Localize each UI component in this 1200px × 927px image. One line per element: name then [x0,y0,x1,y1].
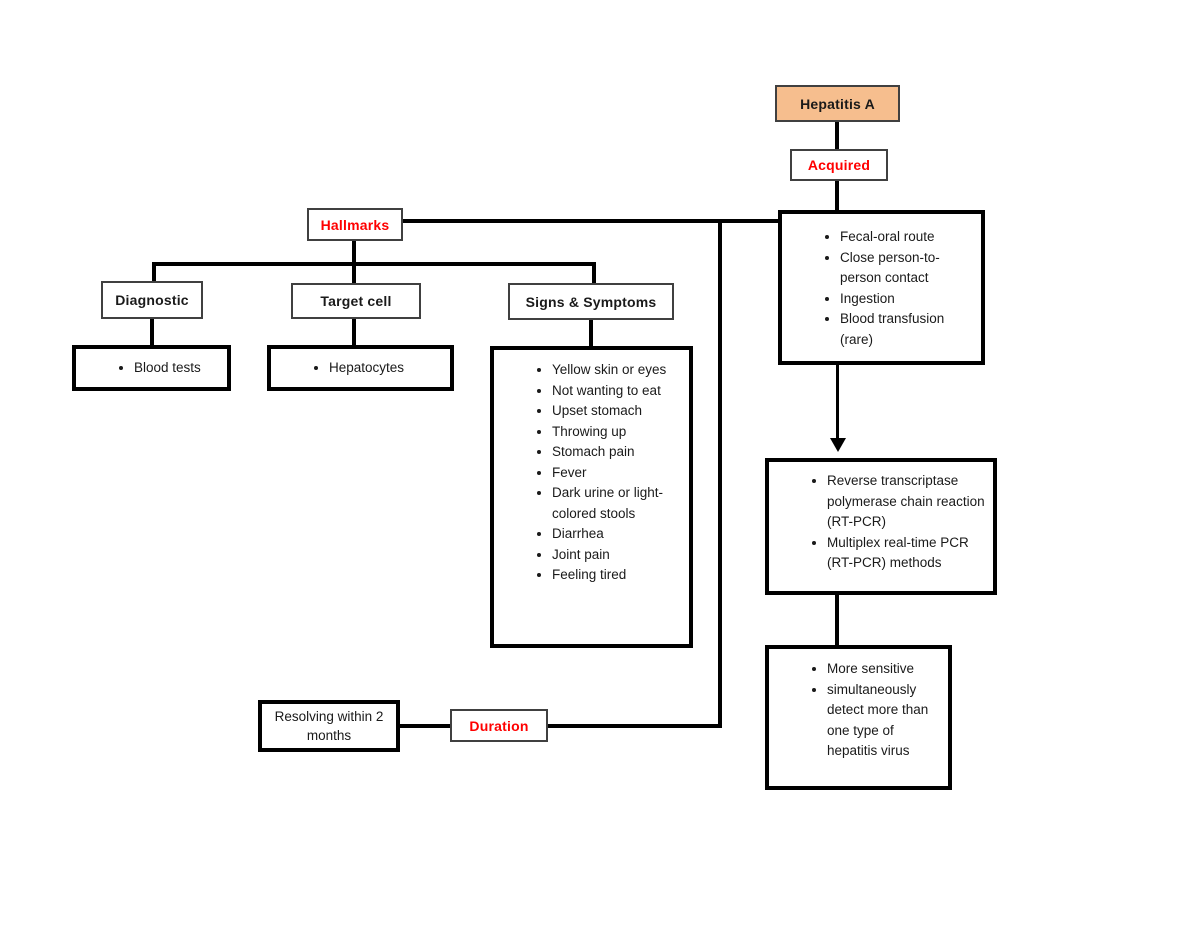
blood-tests-list: Blood tests [76,358,205,379]
connector-acquired-to-routes [835,181,839,211]
connector-vertical-to-duration [718,219,722,728]
connector-branch-to-diagnostic [152,262,156,282]
blood-tests-box: Blood tests [72,345,231,391]
arrow-routes-to-pcr-head [830,438,846,452]
list-item: Not wanting to eat [552,381,685,402]
target-cell-box: Target cell [291,283,421,319]
connector-target-cell-to-detail [352,319,356,346]
list-item: Ingestion [840,289,977,310]
list-item: Yellow skin or eyes [552,360,685,381]
list-item: Close person-to-person contact [840,248,977,289]
arrow-routes-to-pcr-stem [836,365,839,441]
list-item: Feeling tired [552,565,685,586]
connector-signs-to-detail [589,320,593,347]
duration-label: Duration [469,717,529,734]
list-item: simultaneously detect more than one type… [827,680,944,762]
pcr-benefits-list: More sensitivesimultaneously detect more… [769,659,948,762]
connector-duration-to-vertical [548,724,720,728]
acquired-box: Acquired [790,149,888,181]
list-item: More sensitive [827,659,944,680]
hepatocytes-box: Hepatocytes [267,345,454,391]
list-item: Fever [552,463,685,484]
list-item: Diarrhea [552,524,685,545]
list-item: Reverse transcriptase polymerase chain r… [827,471,989,533]
acquired-label: Acquired [807,157,871,173]
symptoms-list-box: Yellow skin or eyesNot wanting to eatUps… [490,346,693,648]
list-item: Blood transfusion (rare) [840,309,977,350]
connector-hallmarks-stem [352,240,356,264]
connector-pcr-to-benefits [835,595,839,646]
pcr-methods-list: Reverse transcriptase polymerase chain r… [769,471,993,574]
connector-hepatitis-to-acquired [835,122,839,150]
signs-symptoms-box: Signs & Symptoms [508,283,674,320]
list-item: Hepatocytes [329,358,404,379]
connector-branch-horizontal [152,262,596,266]
list-item: Stomach pain [552,442,685,463]
hepatitis-a-box: Hepatitis A [775,85,900,122]
symptoms-list: Yellow skin or eyesNot wanting to eatUps… [494,360,689,586]
signs-symptoms-label: Signs & Symptoms [525,293,657,310]
pcr-methods-box: Reverse transcriptase polymerase chain r… [765,458,997,595]
diagnostic-box: Diagnostic [101,281,203,319]
list-item: Upset stomach [552,401,685,422]
pcr-benefits-box: More sensitivesimultaneously detect more… [765,645,952,790]
list-item: Dark urine or light- colored stools [552,483,685,524]
list-item: Multiplex real-time PCR (RT-PCR) methods [827,533,989,574]
list-item: Throwing up [552,422,685,443]
list-item: Fecal-oral route [840,227,977,248]
target-cell-label: Target cell [320,293,392,309]
connector-hallmarks-to-routes [403,219,780,223]
hepatitis-a-label: Hepatitis A [800,95,875,112]
acquired-routes-box: Fecal-oral routeClose person-to-person c… [778,210,985,365]
hepatocytes-list: Hepatocytes [271,358,408,379]
acquired-routes-list: Fecal-oral routeClose person-to-person c… [782,227,981,350]
hallmarks-box: Hallmarks [307,208,403,241]
diagnostic-label: Diagnostic [115,292,189,308]
duration-box: Duration [450,709,548,742]
connector-branch-to-signs [592,262,596,284]
connector-resolving-to-duration [399,724,451,728]
resolving-box: Resolving within 2 months [258,700,400,752]
connector-branch-to-target-cell [352,262,356,284]
hallmarks-label: Hallmarks [320,216,390,233]
list-item: Joint pain [552,545,685,566]
connector-diagnostic-to-detail [150,319,154,346]
list-item: Blood tests [134,358,201,379]
resolving-label: Resolving within 2 months [274,709,384,743]
